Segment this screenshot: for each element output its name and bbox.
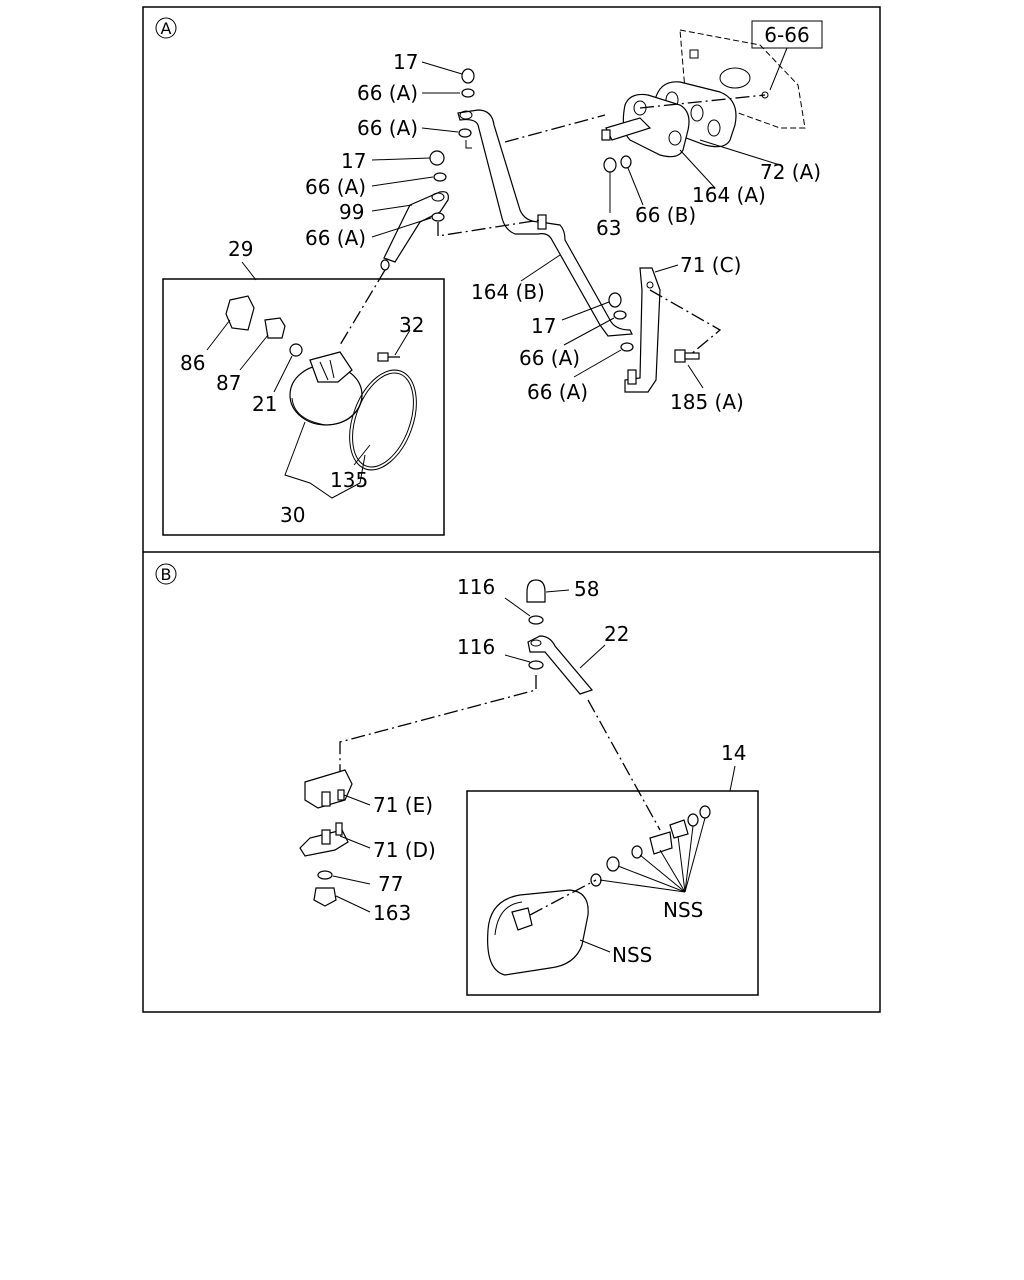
callout-17-top: 17 [393,50,418,74]
callout-29: 29 [228,237,253,261]
washer-66a-3 [433,172,447,182]
bracket-71c [624,267,661,393]
inset-box-29 [162,278,445,536]
mirror-head-nss [487,889,589,976]
mirror-arm-22 [527,635,594,695]
callout-66a-4: 66 (A) [305,226,366,250]
callout-72a: 72 (A) [760,160,821,184]
cap-nut-58 [526,579,546,603]
mirror-head-30 [289,351,363,426]
nut-17-low [608,292,622,308]
callout-22: 22 [604,622,629,646]
svg-text:A: A [161,19,172,38]
callout-77: 77 [378,872,403,896]
callout-164a: 164 (A) [692,183,766,207]
callout-116-top: 116 [457,575,495,599]
diagram-frame [142,6,881,1013]
washer-66a-5 [613,310,627,320]
nut-17-top [461,68,475,84]
callout-58: 58 [574,577,599,601]
callout-71e: 71 (E) [373,793,433,817]
leader-lines [206,61,781,953]
callout-66a-6: 66 (A) [527,380,588,404]
washer-66a-6 [620,342,634,352]
reference-box: 6-66 [751,20,823,91]
callout-163: 163 [373,901,411,925]
washer-116-low [528,660,544,670]
callout-71d: 71 (D) [373,838,436,862]
nut-163 [313,887,337,907]
callout-87: 87 [216,371,241,395]
callout-14: 14 [721,741,746,765]
callout-nss-hardware: NSS [663,898,703,922]
washer-66a-2 [458,128,472,138]
washer-66a-4 [431,212,445,222]
svg-text:B: B [161,565,172,584]
callout-17-low: 17 [531,314,556,338]
callout-17-mid: 17 [341,149,366,173]
bolt-185a [674,349,700,363]
svg-text:6-66: 6-66 [764,23,809,47]
inset-box-14 [466,790,759,996]
callout-116-low: 116 [457,635,495,659]
callout-71c: 71 (C) [680,253,741,277]
nut-63 [603,157,617,173]
callout-185a: 185 (A) [670,390,744,414]
callout-63: 63 [596,216,621,240]
washer-77 [317,870,333,880]
washer-66a-1 [461,88,475,98]
callout-32: 32 [399,313,424,337]
section-b-marker: B [155,563,177,585]
screw-32 [377,352,400,362]
callout-66a-1: 66 (A) [357,81,418,105]
callout-66a-2: 66 (A) [357,116,418,140]
callout-66a-5: 66 (A) [519,346,580,370]
callout-135: 135 [330,468,368,492]
callout-86: 86 [180,351,205,375]
callout-30: 30 [280,503,305,527]
callout-164b: 164 (B) [471,280,545,304]
washer-66b [620,155,632,169]
section-a-marker: A [155,17,177,39]
ring-135 [349,369,417,471]
callout-nss-mirror: NSS [612,943,652,967]
callout-66b: 66 (B) [635,203,696,227]
nut-21 [289,343,303,357]
callout-21: 21 [252,392,277,416]
washer-116-top [528,615,544,625]
nut-17-mid [429,150,445,166]
callout-99: 99 [339,200,364,224]
callout-66a-3: 66 (A) [305,175,366,199]
mirror-stay-99 [383,191,449,263]
part-86 [225,295,255,331]
